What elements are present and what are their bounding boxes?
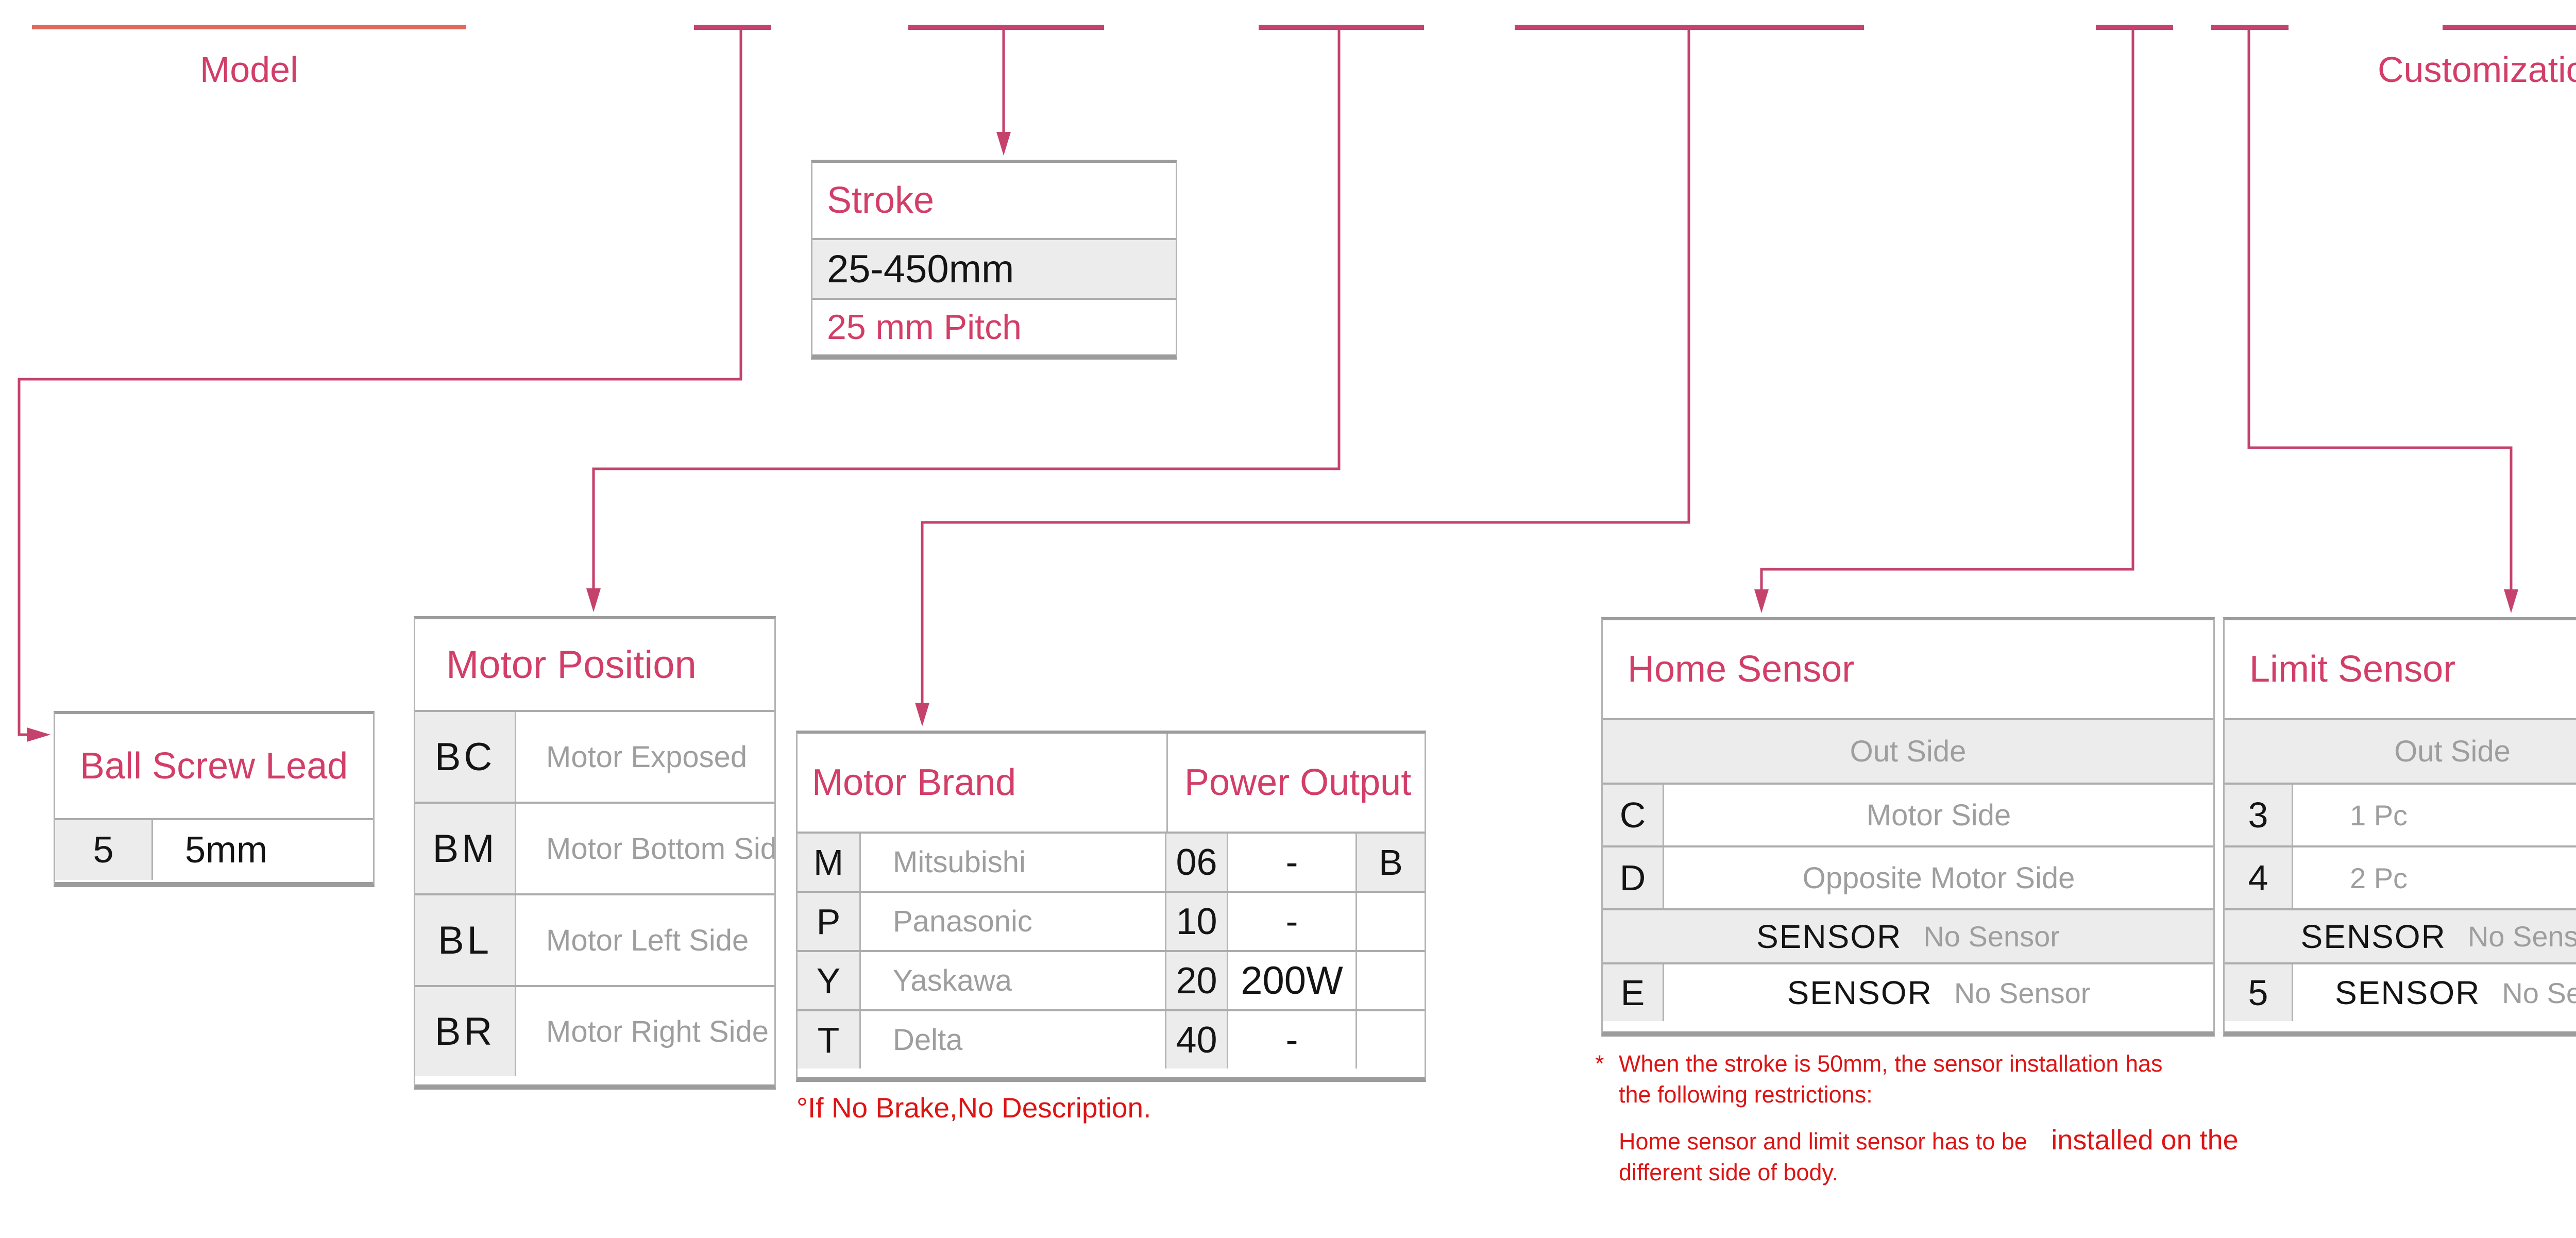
motor-brand-name: Delta [893,1023,963,1057]
motor-brand-code: M [813,842,844,883]
home-no-sensor-label: No Sensor [1954,976,2091,1009]
limit-sensor-option: SENSOR [2300,918,2446,955]
stroke-title: Stroke [827,180,935,221]
motor-brand-underline [1515,25,1864,30]
connector-motor-brand [915,29,1690,726]
home-sensor-desc: Opposite Motor Side [1802,861,2075,895]
motor-brand-code: T [817,1020,840,1060]
customization-order-label: Customization Order No. [2378,49,2576,90]
limit-sensor-code: 5 [2248,973,2268,1013]
brake-code: B [1379,842,1403,883]
power-output-code: 10 [1176,901,1217,942]
motor-brand-code: P [816,901,841,942]
limit-sensor-desc: 1 Pc [2350,799,2408,832]
connector-home-sensor [1754,29,2134,613]
power-output-value: - [1285,901,1298,942]
stroke-pitch-value: 25 mm Pitch [827,308,1022,347]
power-output-code: 20 [1176,960,1217,1002]
home-sensor-code: E [1620,973,1645,1013]
motor-brand-name: Yaskawa [893,964,1012,997]
power-output-title: Power Output [1184,762,1412,803]
power-output-code: 40 [1176,1019,1217,1061]
home-sensor-box: Home Sensor Out Side C Motor Side D Oppo… [1601,617,2215,1037]
home-sensor-option: SENSOR [1756,918,1902,955]
note-line: installed on the [2051,1125,2239,1156]
ball-screw-code: 5 [93,829,114,871]
limit-sensor-underline [2211,25,2289,30]
motor-position-code: BM [432,826,498,871]
note-line: When the stroke is 50mm, the sensor inst… [1619,1050,2163,1077]
stroke-box: Stroke 25-450mm 25 mm Pitch [811,160,1177,360]
limit-sensor-option: SENSOR [2335,974,2481,1011]
note-line: Home sensor and limit sensor has to be [1619,1128,2027,1155]
customization-underline [2443,25,2576,30]
home-sensor-underline [2096,25,2173,30]
home-sensor-code: C [1619,795,1646,835]
power-output-code: 06 [1176,841,1217,883]
stroke-range-value: 25-450mm [827,247,1014,291]
connector-limit-sensor [2247,29,2518,613]
model-label: Model [200,49,298,90]
no-brake-note: °If No Brake,No Description. [796,1092,1151,1124]
power-output-value: 200W [1241,959,1343,1003]
note-asterisk: * [1595,1050,1604,1077]
motor-brand-name: Mitsubishi [893,845,1026,879]
motor-brand-box: Motor Brand Power Output M Mitsubishi 06… [796,731,1426,1082]
limit-no-sensor-label: No Sensor [2502,976,2576,1009]
motor-position-title: Motor Position [446,642,697,687]
motor-brand-title: Motor Brand [812,762,1016,803]
power-output-value: - [1285,841,1298,883]
limit-no-sensor-label: No Sensor [2467,920,2576,953]
limit-sensor-subtitle: Out Side [2394,735,2511,768]
limit-sensor-code: 3 [2248,795,2268,835]
home-sensor-desc: Motor Side [1866,798,2011,832]
sensor-restriction-note: * When the stroke is 50mm, the sensor in… [1595,1048,2239,1188]
motor-position-desc: Motor Bottom Side [546,832,774,866]
limit-sensor-desc: 2 Pc [2350,861,2408,894]
model-underline [32,25,466,29]
note-line: different side of body. [1619,1159,1839,1185]
motor-position-desc: Motor Left Side [546,923,749,957]
motor-position-desc: Motor Right Side [546,1015,769,1048]
limit-sensor-box: Limit Sensor Out Side 3 1 Pc 4 2 Pc [2223,617,2576,1037]
connector-ball-screw-lead [18,29,742,742]
limit-sensor-title: Limit Sensor [2249,649,2456,690]
motor-position-code: BL [438,918,492,962]
motor-brand-name: Panasonic [893,905,1032,938]
ball-screw-underline [694,25,771,30]
motor-position-desc: Motor Exposed [546,740,748,774]
motor-position-code: BC [434,735,496,779]
home-sensor-subtitle: Out Side [1850,735,1967,768]
ball-screw-lead-box: Ball Screw Lead 5 5mm [54,711,375,887]
limit-sensor-code: 4 [2248,858,2268,898]
stroke-underline [908,25,1104,30]
ball-screw-value: 5mm [185,829,267,871]
home-sensor-code: D [1619,858,1646,898]
power-output-value: - [1285,1019,1298,1061]
motor-position-box: Motor Position BC Motor Exposed BM Motor… [414,616,776,1090]
home-sensor-title: Home Sensor [1628,649,1855,690]
home-sensor-option: SENSOR [1787,974,1933,1011]
connector-motor-position [586,29,1341,612]
home-no-sensor-label: No Sensor [1923,920,2060,953]
note-line: the following restrictions: [1619,1081,1873,1108]
motor-position-code: BR [434,1010,496,1054]
ball-screw-lead-title: Ball Screw Lead [80,745,348,787]
motor-position-underline [1259,25,1424,30]
motor-brand-code: Y [816,960,841,1001]
